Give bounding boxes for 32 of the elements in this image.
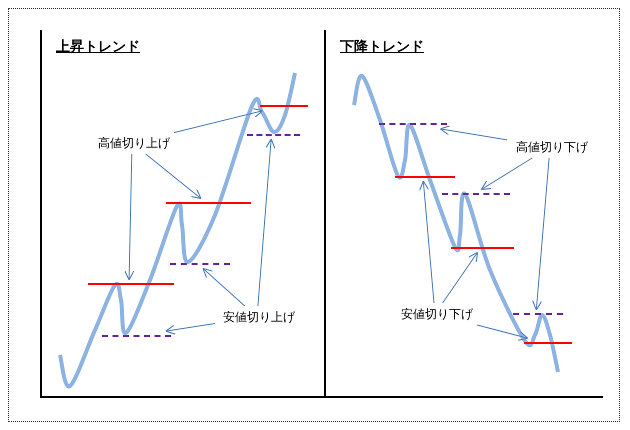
level-line bbox=[88, 283, 174, 284]
chart-panel bbox=[324, 30, 603, 398]
arrow bbox=[440, 125, 508, 140]
level-line bbox=[395, 176, 455, 178]
arrow bbox=[145, 154, 202, 200]
annotation-label: 安値切り下げ bbox=[397, 306, 477, 322]
level-line bbox=[102, 335, 171, 338]
level-line bbox=[451, 247, 514, 248]
chart-panel bbox=[40, 30, 324, 398]
annotation-label: 高値切り下げ bbox=[512, 139, 592, 155]
arrow bbox=[532, 158, 550, 310]
arrow bbox=[165, 323, 216, 335]
arrow bbox=[174, 108, 264, 134]
arrow bbox=[442, 252, 478, 304]
arrow bbox=[202, 268, 246, 306]
level-line bbox=[170, 263, 230, 266]
level-line bbox=[524, 342, 572, 344]
level-line bbox=[166, 202, 251, 204]
arrow bbox=[419, 180, 434, 304]
arrow bbox=[476, 324, 528, 341]
arrow bbox=[124, 154, 134, 280]
annotation-label: 高値切り上げ bbox=[95, 135, 173, 151]
annotation-label: 安値切り上げ bbox=[220, 309, 298, 325]
panel-title: 上昇トレンド bbox=[56, 38, 140, 56]
level-line bbox=[442, 193, 510, 196]
panel-title: 下降トレンド bbox=[340, 38, 424, 56]
level-line bbox=[247, 134, 300, 137]
level-line bbox=[260, 105, 308, 106]
arrow bbox=[480, 158, 533, 190]
arrow bbox=[257, 138, 276, 306]
level-line bbox=[513, 313, 563, 316]
level-line bbox=[379, 123, 447, 126]
